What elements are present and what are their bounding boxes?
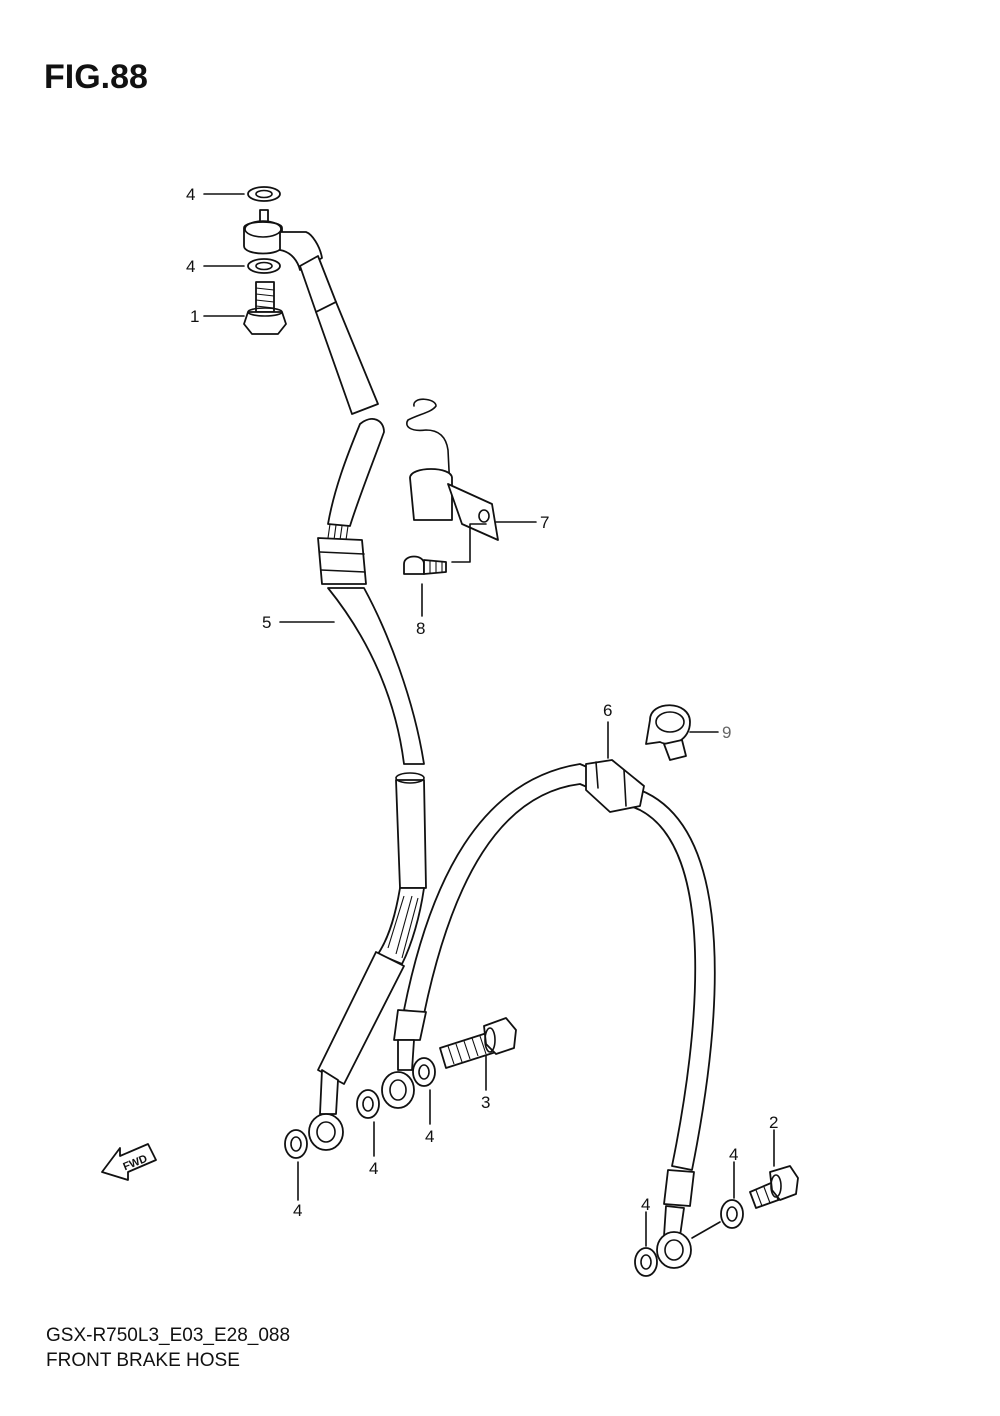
- upper-washer-bottom: [247, 258, 281, 274]
- brake-hose-6: [393, 759, 716, 1237]
- union-bolt-2: [749, 1165, 799, 1209]
- union-bolt-1: [243, 281, 287, 335]
- washer-right-a: [634, 1247, 658, 1277]
- section-name: FRONT BRAKE HOSE: [46, 1350, 240, 1371]
- washer-right-b: [720, 1199, 744, 1229]
- callout-6: 6: [603, 701, 612, 720]
- clamp-9: [645, 704, 691, 761]
- washer-center: [412, 1057, 436, 1087]
- callout-4: 4: [369, 1159, 378, 1178]
- callout-4: 4: [641, 1195, 650, 1214]
- washer-lower-left-b: [356, 1089, 380, 1119]
- callout-4: 4: [293, 1201, 302, 1220]
- brake-hose-5: [299, 255, 427, 1115]
- fwd-arrow-icon: FWD: [101, 1143, 157, 1181]
- lower-center-banjo-fitting: [381, 1071, 415, 1109]
- bolt-8: [403, 523, 487, 575]
- upper-washer-top: [247, 186, 281, 202]
- callout-7: 7: [540, 513, 549, 532]
- callout-4: 4: [186, 257, 195, 276]
- callout-3: 3: [481, 1093, 490, 1112]
- callout-5: 5: [262, 613, 271, 632]
- hose-guide-7: [406, 398, 499, 541]
- union-bolt-3: [439, 1017, 517, 1069]
- washer-lower-left-a: [284, 1129, 308, 1159]
- callout-4: 4: [425, 1127, 434, 1146]
- callout-1: 1: [190, 307, 199, 326]
- callout-9: 9: [722, 723, 731, 742]
- figure-title: FIG.88: [44, 58, 148, 96]
- lower-right-banjo-fitting: [656, 1231, 692, 1269]
- model-code: GSX-R750L3_E03_E28_088: [46, 1325, 291, 1346]
- callout-8: 8: [416, 619, 425, 638]
- callout-4: 4: [729, 1145, 738, 1164]
- callout-2: 2: [769, 1113, 778, 1132]
- callout-4: 4: [186, 185, 195, 204]
- assembly-line-right: [691, 1221, 721, 1239]
- leader-lines: [203, 193, 775, 1247]
- lower-left-banjo-fitting: [308, 1113, 344, 1151]
